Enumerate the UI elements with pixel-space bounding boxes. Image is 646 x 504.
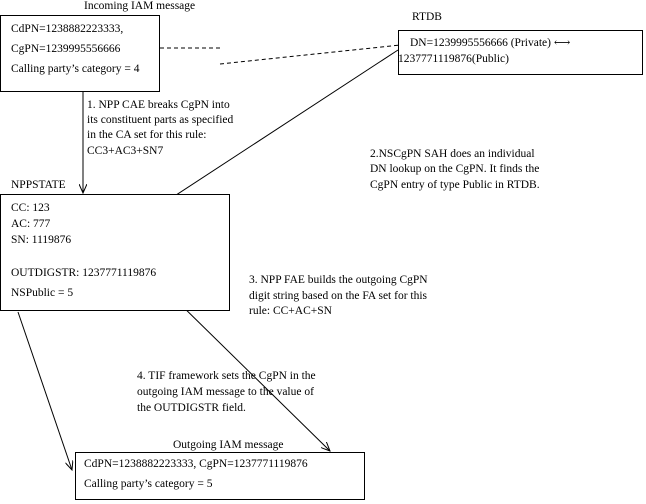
outgoing-category: Calling party’s category = 5	[84, 478, 213, 490]
note-2-line-3: CgPN entry of type Public in RTDB.	[370, 179, 540, 191]
note-1-line-1: 1. NPP CAE breaks CgPN into	[87, 99, 230, 111]
note-4-line-1: 4. TIF framework sets the CgPN in the	[137, 370, 316, 382]
incoming-title: Incoming IAM message	[84, 0, 196, 12]
dashed-link-cgpn-rtdb	[219, 43, 411, 65]
note-4-line-3: the OUTDIGSTR field.	[137, 402, 246, 414]
rtdb-title: RTDB	[412, 11, 442, 23]
rtdb-public-entry: 1237771119876(Public)	[398, 53, 509, 65]
note-4-line-2: outgoing IAM message to the value of	[137, 386, 314, 398]
note-3-line-1: 3. NPP FAE builds the outgoing CgPN	[249, 274, 428, 286]
nppstate-cc: CC: 123	[11, 202, 50, 214]
outgoing-numbers: CdPN=1238882223333, CgPN=1237771119876	[84, 458, 308, 470]
note-3-line-2: digit string based on the FA set for thi…	[249, 290, 428, 302]
outgoing-title: Outgoing IAM message	[173, 439, 284, 451]
nppstate-outdigstr: OUTDIGSTR: 1237771119876	[11, 267, 157, 279]
incoming-iam-box	[0, 15, 160, 92]
rtdb-box	[398, 30, 643, 75]
nppstate-box	[0, 194, 230, 311]
nppstate-nspublic: NSPublic = 5	[11, 287, 74, 299]
arrow-nspublic-to-outgoing	[17, 311, 72, 470]
rtdb-private-entry: DN=1239995556666 (Private) ⟷	[410, 37, 571, 49]
outgoing-iam-box	[75, 452, 365, 500]
note-2-line-1: 2.NSCgPN SAH does an individual	[370, 148, 535, 160]
incoming-category: Calling party’s category = 4	[11, 63, 140, 75]
note-1-line-2: its constituent parts as specified	[87, 114, 234, 126]
note-3-line-3: rule: CC+AC+SN	[249, 305, 332, 317]
note-1-line-3: in the CA set for this rule:	[87, 129, 207, 141]
nppstate-sn: SN: 1119876	[11, 234, 72, 246]
note-1-line-4: CC3+AC3+SN7	[87, 145, 164, 157]
incoming-cdpn: CdPN=1238882223333,	[11, 23, 124, 35]
note-2-line-2: DN lookup on the CgPN. It finds the	[370, 163, 540, 175]
nppstate-ac: AC: 777	[11, 218, 51, 230]
nppstate-title: NPPSTATE	[11, 179, 66, 191]
arrow-outdigstr-to-outgoing	[171, 295, 330, 451]
incoming-cgpn: CgPN=1239995556666	[11, 43, 121, 55]
